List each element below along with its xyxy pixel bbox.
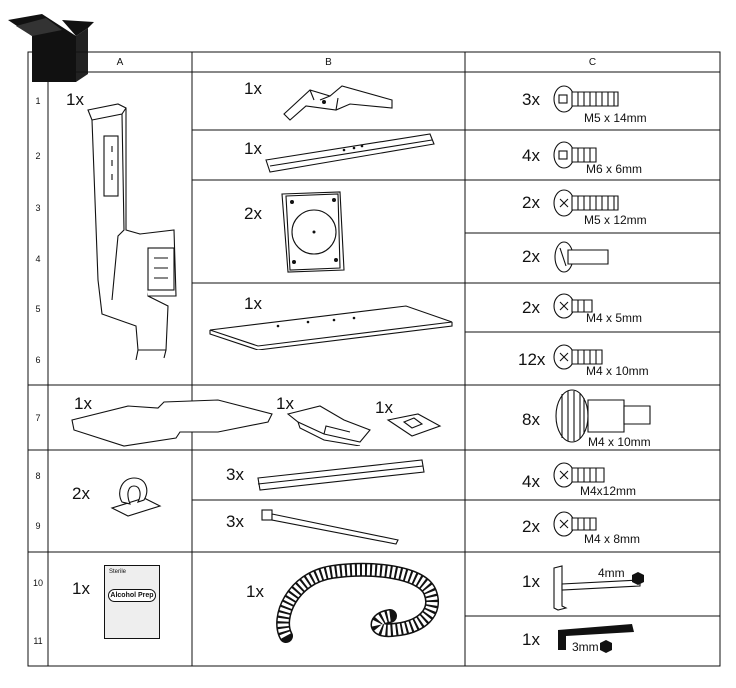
column-header-c: C [588, 57, 597, 68]
row-number: 7 [35, 413, 41, 423]
phillips-screw-medium-icon [553, 344, 603, 370]
c2-quantity: 4x [522, 146, 540, 165]
gasket-strip-quantity: 3x [226, 465, 244, 484]
c11-quantity: 1x [522, 630, 540, 649]
column-header-a: A [116, 57, 124, 68]
cable-tie-quantity: 3x [226, 512, 244, 531]
stand-quantity: 1x [66, 90, 84, 109]
flat-head-screw-icon [553, 85, 619, 113]
small-bracket-icon [386, 413, 442, 437]
c10-dimension: 4mm [598, 566, 625, 580]
monitor-stand-column-icon [87, 103, 177, 360]
alcohol-prep-pad: Sterile Alcohol Prep [104, 565, 160, 639]
base-plate-quantity: 1x [244, 294, 262, 313]
c1-dimension: M5 x 14mm [584, 111, 647, 125]
c9-dimension: M4 x 8mm [584, 532, 641, 546]
adhesive-pad-icon [71, 399, 273, 447]
c1-quantity: 3x [522, 90, 540, 109]
row-number: 10 [32, 578, 43, 588]
clamp-quantity: 1x [276, 394, 294, 413]
pad-quantity: 1x [74, 394, 92, 413]
c9-quantity: 2x [522, 517, 540, 536]
box-icon [8, 14, 94, 82]
row-number: 5 [35, 304, 41, 314]
base-quantity: 1x [244, 79, 262, 98]
c2-dimension: M6 x 6mm [586, 162, 643, 176]
c5-quantity: 2x [522, 298, 540, 317]
thumb-screw-icon [555, 389, 651, 443]
base-plate-icon [209, 305, 453, 350]
pin-icon [554, 241, 609, 273]
vesa-plate-icon [281, 191, 345, 273]
c3-dimension: M5 x 12mm [584, 213, 647, 227]
row-number: 3 [35, 203, 41, 213]
row-number: 4 [35, 254, 41, 264]
c4-quantity: 2x [522, 247, 540, 266]
c6-dimension: M4 x 10mm [586, 364, 649, 378]
bracket-quantity: 1x [375, 398, 393, 417]
c6-quantity: 12x [518, 350, 546, 369]
phillips-screw-long-icon [553, 462, 605, 488]
phillips-screw-8mm-icon [553, 511, 597, 537]
vesa-plate-quantity: 2x [244, 204, 262, 223]
phillips-screw-small-icon [553, 293, 593, 319]
t-hex-key-icon [553, 565, 644, 611]
c5-dimension: M4 x 5mm [586, 311, 643, 325]
row-number: 11 [33, 636, 43, 646]
c3-quantity: 2x [522, 193, 540, 212]
cable-sleeve-quantity: 1x [246, 582, 264, 601]
row-number: 9 [35, 521, 41, 531]
c8-quantity: 4x [522, 472, 540, 491]
alcohol-prep-quantity: 1x [72, 579, 90, 598]
phillips-screw-icon [553, 189, 619, 217]
cable-sleeve-icon [276, 562, 439, 643]
cable-clip-icon [110, 477, 162, 517]
short-screw-icon [553, 141, 597, 169]
support-bar-quantity: 1x [244, 139, 262, 158]
cable-tie-icon [261, 509, 399, 545]
c10-quantity: 1x [522, 572, 540, 591]
c7-dimension: M4 x 10mm [588, 435, 651, 449]
row-number: 1 [35, 96, 41, 106]
cable-clip-quantity: 2x [72, 484, 90, 503]
base-foot-icon [283, 85, 393, 121]
row-number: 2 [35, 151, 41, 161]
c7-quantity: 8x [522, 410, 540, 429]
alcohol-prep-sterile-text: Sterile [109, 569, 127, 575]
row-number: 6 [35, 355, 41, 365]
support-bar-icon [265, 133, 435, 173]
c8-dimension: M4x12mm [580, 484, 637, 498]
clamp-icon [286, 405, 371, 446]
c11-dimension: 3mm [572, 640, 599, 654]
alcohol-prep-label: Alcohol Prep [108, 589, 156, 602]
row-number: 8 [35, 471, 41, 481]
l-hex-key-icon [558, 624, 634, 653]
gasket-strip-icon [257, 459, 425, 491]
column-header-b: B [325, 57, 332, 68]
